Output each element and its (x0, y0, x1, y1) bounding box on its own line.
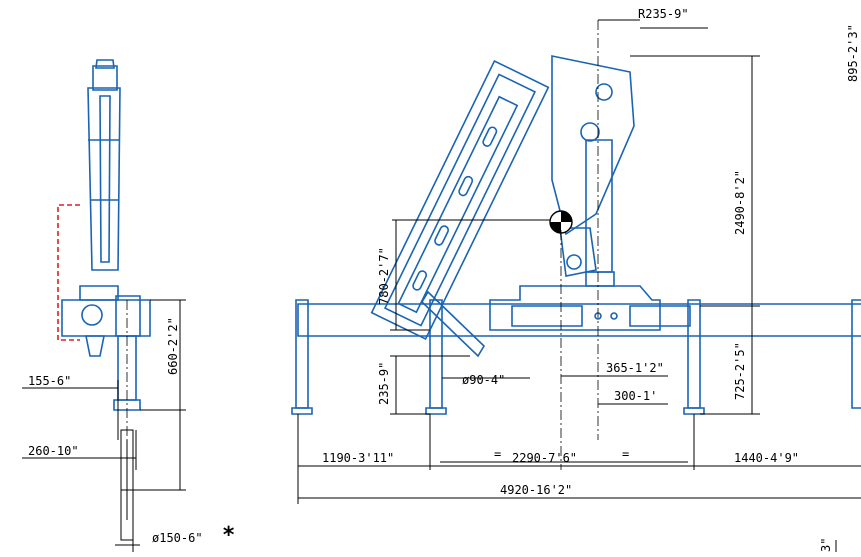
dim-width-total: 4920-16'2" (500, 483, 572, 497)
dim-side-155: 155-6" (28, 374, 71, 388)
dim-height-total: 2490-8'2" (733, 170, 747, 235)
dim-side-star: * (222, 523, 235, 548)
dim-side-260: 260-10" (28, 444, 79, 458)
dim-height-low: 235-9" (377, 362, 391, 405)
dim-height-right-edge: 895-2'3" (846, 24, 860, 82)
dim-pin-diameter: ø90-4" (462, 373, 505, 387)
dim-width-right: 1440-4'9" (734, 451, 799, 465)
dim-height-cog: 780-2'7" (377, 247, 391, 305)
dim-height-leg: 725-2'5" (733, 342, 747, 400)
dim-offset-365: 365-1'2" (606, 361, 664, 375)
dim-width-center: 2290-7'6" (512, 451, 577, 465)
dim-equal-right: = (622, 447, 629, 461)
front-view (291, 20, 861, 470)
dim-side-660: 660-2'2" (166, 317, 180, 375)
dim-bottom-right-fragment: 3" (819, 538, 833, 552)
dim-radius-top: R235-9" (638, 7, 689, 21)
dim-side-diameter: ø150-6" (152, 531, 203, 545)
side-view (22, 59, 186, 552)
front-dimensions (297, 19, 861, 552)
dim-width-left: 1190-3'11" (322, 451, 394, 465)
dim-equal-left: = (494, 447, 501, 461)
dim-offset-300: 300-1' (614, 389, 657, 403)
